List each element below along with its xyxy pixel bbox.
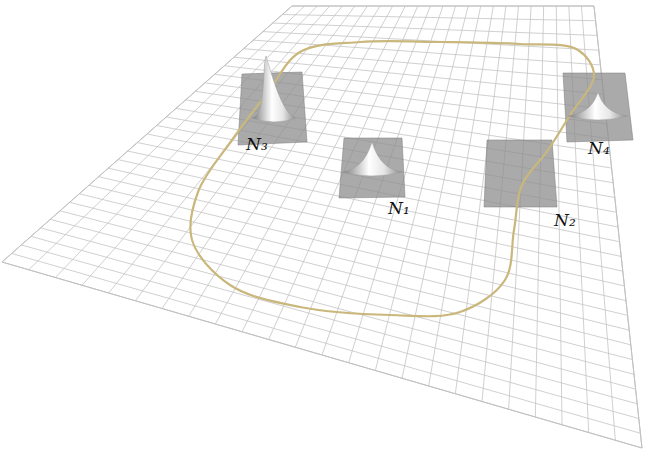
bump-surface [342,142,402,176]
neighbourhood-label: N₄ [588,140,610,157]
grid-line [322,6,443,355]
bump-surface [252,56,296,122]
grid-line [157,125,617,212]
grid-line [273,23,598,35]
closed-curve [190,41,594,316]
grid-line [12,253,641,433]
neighbourhood-patch [484,140,557,207]
plane-group [2,6,642,448]
grid-line [31,236,637,403]
grid-line [50,219,634,374]
neighbourhood-patch [563,73,633,142]
bump-surface [568,92,628,120]
patch-group [238,72,633,207]
grid-line [292,6,594,7]
grid-line [147,134,618,227]
grid-line [269,6,418,340]
neighbourhood-label: N₂ [554,212,576,229]
grid-line [70,202,631,345]
grid-line [60,211,632,360]
grid-line [41,228,636,389]
grid-line [295,6,430,347]
grid-line [282,15,595,21]
neighbourhood-patch [339,138,405,198]
grid-line [79,194,629,330]
plane-surface [2,6,642,448]
grid-line [21,245,638,419]
curve-group [190,41,594,316]
grid-line [2,262,642,448]
cone-group [252,56,628,176]
neighbourhood-label: N₃ [246,136,268,153]
neighbourhood-label: N₁ [388,200,410,217]
